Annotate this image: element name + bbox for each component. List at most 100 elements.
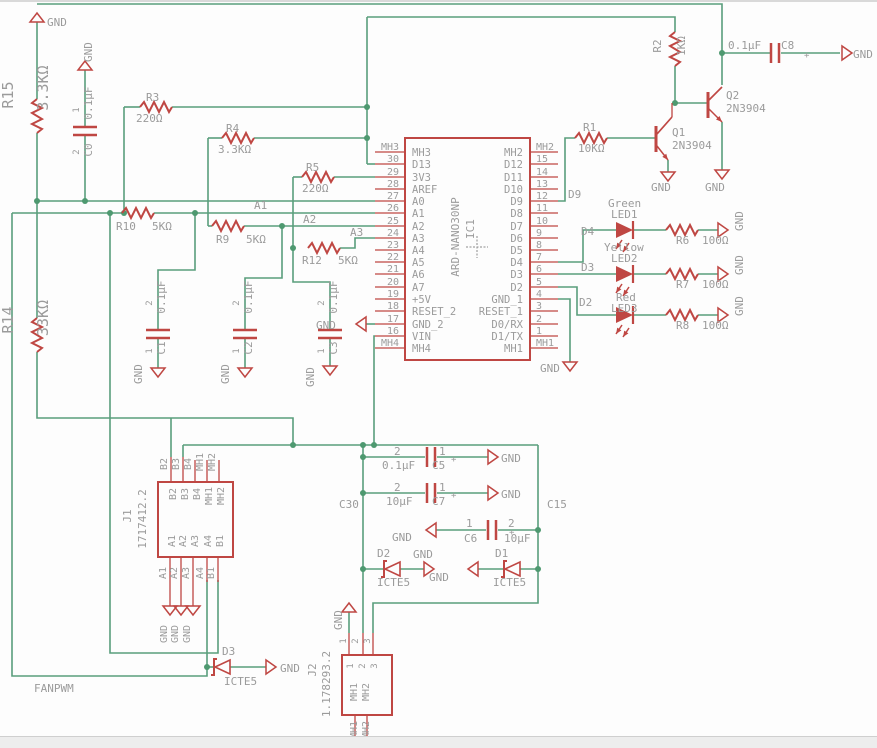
label: 2 <box>317 300 327 305</box>
label: B2 <box>168 488 179 500</box>
label: 19 <box>387 289 399 300</box>
gnd-arrow-icon <box>236 367 254 379</box>
resistor-R7[interactable] <box>665 266 699 282</box>
led-LED2[interactable] <box>616 265 635 283</box>
label: Green <box>608 197 641 210</box>
label: A3 <box>412 233 425 245</box>
gnd-arrow-icon <box>424 521 437 539</box>
label: 1 <box>536 326 542 337</box>
component-J2[interactable] <box>341 654 393 716</box>
label: D10 <box>504 184 523 196</box>
capacitor-C0[interactable] <box>73 125 97 137</box>
resistor-R9[interactable] <box>211 218 245 234</box>
label: 5KΩ <box>152 220 172 233</box>
label: GND <box>733 211 746 231</box>
resistor-R10[interactable] <box>121 205 155 221</box>
label: MH4 <box>412 343 431 355</box>
transistor-Q2[interactable] <box>706 86 723 123</box>
label: 2 <box>145 300 155 305</box>
label: A4 <box>203 535 214 547</box>
resistor-R8[interactable] <box>665 307 699 323</box>
capacitor-C6[interactable] <box>486 520 498 540</box>
resistor-R4[interactable] <box>221 130 255 146</box>
capacitor-C7[interactable] <box>425 483 437 503</box>
label: 1 <box>317 348 327 353</box>
led-emission-arrows <box>615 239 630 338</box>
frame-top-border <box>0 0 877 2</box>
gnd-arrow-icon <box>487 448 500 466</box>
label: MH2 <box>361 683 372 701</box>
label: MH2 <box>504 147 523 159</box>
wire[interactable] <box>558 229 616 263</box>
resistor-R2[interactable] <box>667 31 683 67</box>
gnd-arrow-icon <box>659 171 677 183</box>
capacitor-C1[interactable] <box>146 328 170 340</box>
label: A1 <box>158 567 169 579</box>
label: GND <box>304 367 317 387</box>
junction-dots <box>34 50 725 670</box>
wire[interactable] <box>244 226 283 330</box>
resistor-R12[interactable] <box>307 240 341 256</box>
label: A4 <box>195 567 206 579</box>
capacitor-C5[interactable] <box>425 447 437 467</box>
label: R8 <box>676 319 689 332</box>
label: D13 <box>412 159 431 171</box>
label: MH4 <box>381 338 399 349</box>
resistor-R6[interactable] <box>665 222 699 238</box>
label: + <box>451 491 457 501</box>
gnd-arrow-icon <box>265 658 278 676</box>
wire[interactable] <box>558 286 616 316</box>
junction-dot <box>204 664 210 670</box>
component-J1[interactable] <box>157 481 234 558</box>
resistor-R15[interactable] <box>29 98 45 134</box>
capacitor-C3[interactable] <box>318 328 342 340</box>
diode-D1[interactable] <box>501 560 521 578</box>
wire[interactable] <box>558 298 571 362</box>
label: A3 <box>350 226 363 239</box>
label: 25 <box>387 216 399 227</box>
wire[interactable] <box>157 213 196 330</box>
diode-D2[interactable] <box>381 560 401 578</box>
label: MH1 <box>536 338 554 349</box>
led-LED3[interactable] <box>616 306 635 324</box>
label: D8 <box>510 208 523 220</box>
resistor-R1[interactable] <box>574 130 608 146</box>
wire[interactable] <box>340 237 375 249</box>
capacitor-C2[interactable] <box>233 328 257 340</box>
label: 2 <box>394 481 401 494</box>
label: B2 <box>159 458 170 470</box>
capacitor-C8[interactable] <box>769 43 781 63</box>
diode-D3[interactable] <box>211 658 231 676</box>
label: + <box>451 455 457 465</box>
gnd-arrow-icon <box>340 601 358 613</box>
resistor-R5[interactable] <box>301 169 335 185</box>
wire[interactable] <box>11 213 208 677</box>
wire[interactable] <box>372 569 539 633</box>
label: MH1 <box>349 721 360 739</box>
wire[interactable] <box>37 3 723 85</box>
junction-dot <box>535 527 541 533</box>
led-LED1[interactable] <box>616 221 635 239</box>
wire[interactable] <box>373 335 375 445</box>
component-IC1[interactable] <box>404 137 531 361</box>
label: 3V3 <box>412 172 431 184</box>
label: + <box>804 51 810 61</box>
gnd-arrow-icon <box>172 605 190 617</box>
gnd-arrow-icon <box>184 605 202 617</box>
label: GND <box>182 625 193 643</box>
transistor-Q1[interactable] <box>654 116 673 161</box>
wire[interactable] <box>292 248 331 330</box>
label: 1 <box>339 638 349 643</box>
label: 1.178293.2 <box>320 651 333 717</box>
label: 1 <box>232 348 242 353</box>
wire[interactable] <box>109 213 219 654</box>
resistor-R3[interactable] <box>139 99 173 115</box>
resistor-R14[interactable] <box>29 317 45 353</box>
wire[interactable] <box>36 352 294 445</box>
label: 7 <box>536 252 542 263</box>
label: A4 <box>412 245 425 257</box>
wire[interactable] <box>558 137 575 202</box>
wire[interactable] <box>367 16 676 32</box>
label: C1 <box>155 341 168 354</box>
